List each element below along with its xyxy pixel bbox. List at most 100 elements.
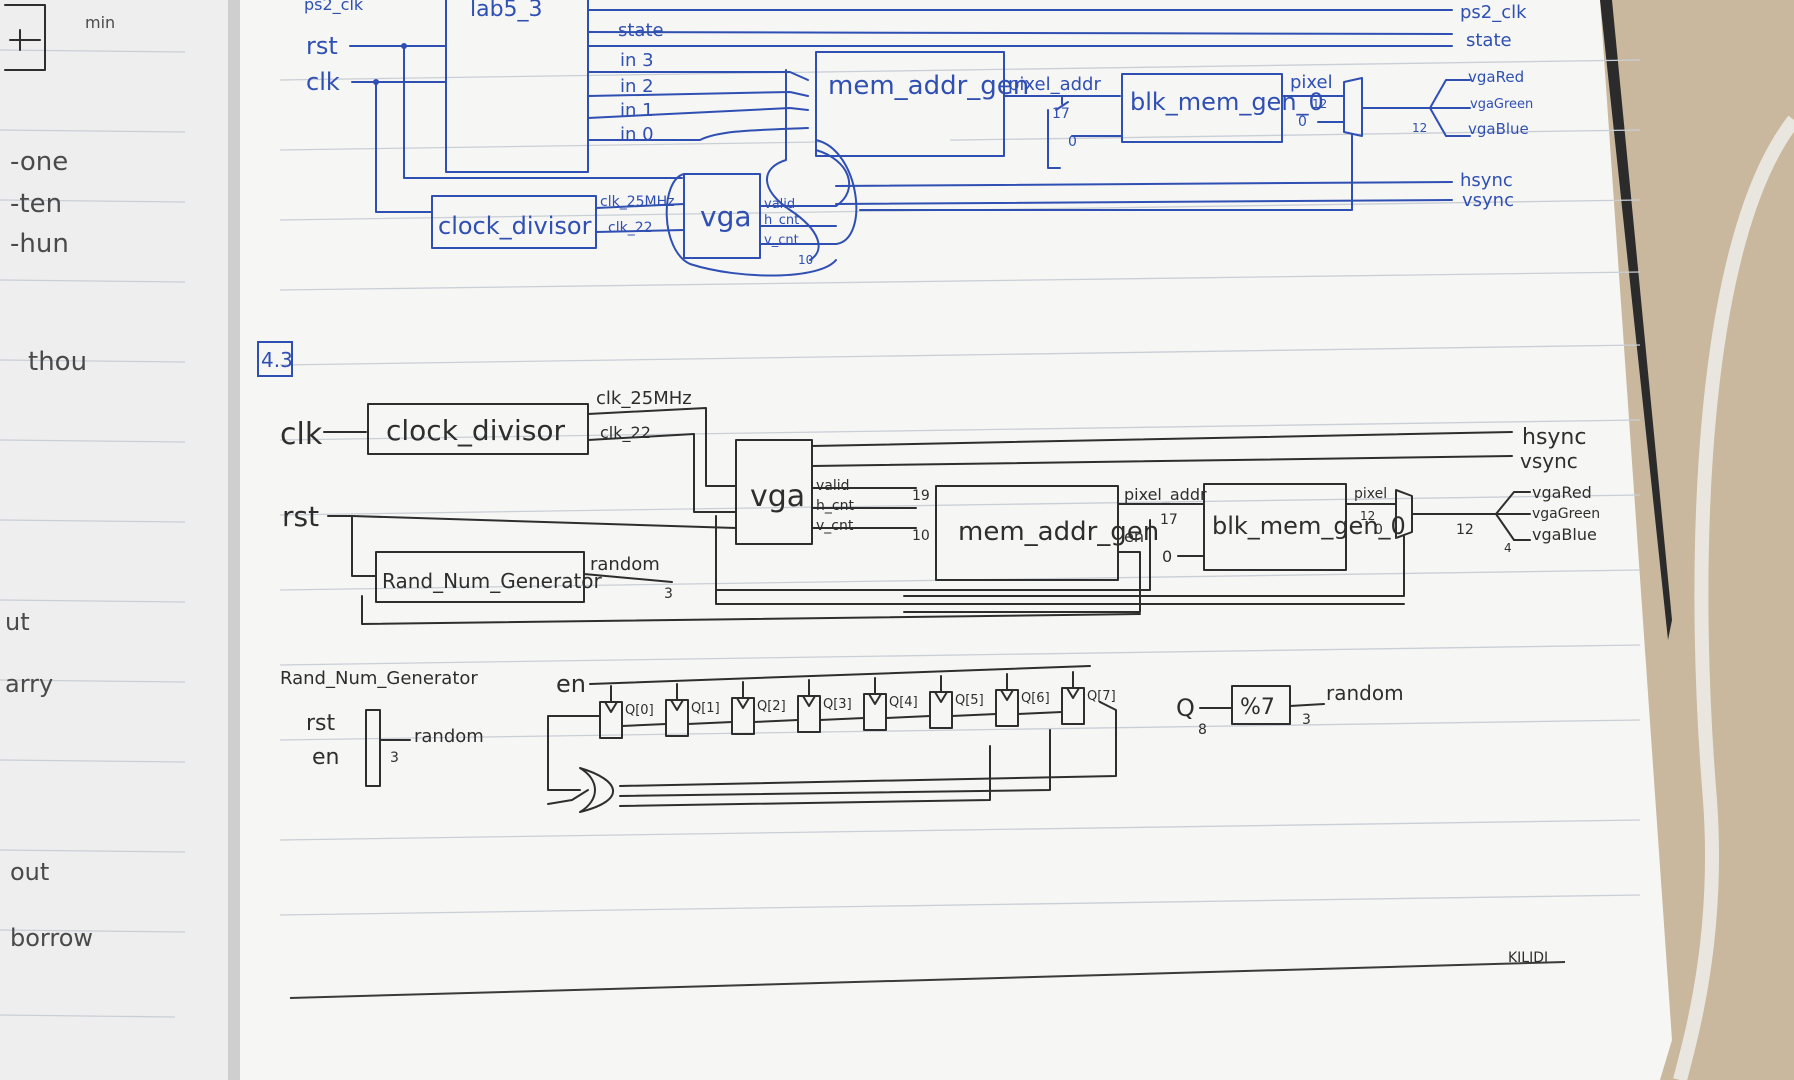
mod-input: Q — [1176, 694, 1195, 722]
bottom-out-hsync: hsync — [1522, 425, 1586, 450]
bottom-sig-en: en — [1124, 527, 1144, 546]
flip-flop-label: Q[1] — [691, 701, 720, 716]
flip-flop-chain-wire — [753, 719, 799, 723]
bottom-sig-width-4: 4 — [1504, 541, 1512, 555]
flip-flop-clock-mark — [670, 699, 684, 711]
bottom-sig-width-12-out: 12 — [1456, 522, 1474, 538]
bottom-sig-pixel-addr: pixel_addr — [1124, 485, 1207, 505]
flip-flop-chain-wire — [621, 723, 667, 727]
ff-chain: Q[0]Q[1]Q[2]Q[3]Q[4]Q[5]Q[6]Q[7] — [599, 671, 1116, 739]
flip-flop-chain-wire — [885, 715, 931, 719]
margin-note-arry: arry — [5, 670, 53, 698]
top-sig-v-cnt: v_cnt — [764, 233, 799, 248]
flip-flop-chain-wire — [687, 721, 733, 725]
top-sig-width-12-out: 12 — [1412, 121, 1427, 135]
top-block-vga: vga — [700, 200, 752, 233]
top-sig-h-cnt: h_cnt — [764, 213, 799, 228]
bottom-out-vga-green: vgaGreen — [1532, 506, 1600, 522]
bottom-block-vga: vga — [750, 479, 805, 514]
top-out-vga-green: vgaGreen — [1470, 97, 1533, 112]
bottom-diagram: clk clock_divisor clk_25MHz clk_22 vga v… — [280, 388, 1600, 625]
left-ruled-lines — [0, 49, 186, 1018]
flip-flop-label: Q[0] — [625, 703, 654, 718]
top-sig-valid: valid — [764, 197, 795, 212]
top-diagram: lab5_3 ps2_clk rst clk ps2_clk state sta… — [304, 0, 1533, 277]
top-sig-pixel: pixel — [1290, 72, 1333, 93]
footer-mark: KILIDI — [1508, 950, 1548, 966]
bottom-sig-zero-b: 0 — [1374, 522, 1383, 538]
mod-width: 8 — [1198, 722, 1207, 738]
rng-output-width: 3 — [390, 750, 399, 766]
flip-flop-chain-wire — [819, 717, 865, 721]
top-bus-in1: in 1 — [620, 100, 654, 121]
margin-note-borrow: borrow — [10, 924, 93, 952]
top-bus-state: state — [618, 20, 664, 41]
top-bus-in0: in 0 — [620, 124, 654, 145]
bottom-sig-width-12: 12 — [1360, 509, 1375, 523]
top-out-ps2-clk: ps2_clk — [1460, 2, 1527, 23]
flip-flop-label: Q[7] — [1087, 689, 1116, 704]
bottom-out-vga-red: vgaRed — [1532, 483, 1592, 502]
top-sig-width-10: 10 — [798, 253, 813, 267]
top-block-blk-mem-gen: blk_mem_gen_0 — [1130, 88, 1324, 116]
top-sig-zero-b: 0 — [1298, 114, 1307, 130]
bottom-sig-zero-a: 0 — [1162, 547, 1172, 566]
right-page — [240, 0, 1672, 1080]
flip-flop-chain-wire — [951, 713, 997, 717]
bottom-block-clock-divisor: clock_divisor — [386, 414, 566, 447]
mod-out-width: 3 — [1302, 712, 1311, 728]
bottom-input-rst: rst — [282, 500, 319, 533]
margin-note-hun: -hun — [10, 229, 69, 259]
bottom-out-vsync: vsync — [1520, 449, 1578, 473]
section-label: 4.3 — [261, 348, 293, 372]
top-ps2-clk-cut: ps2_clk — [304, 0, 364, 15]
bottom-sig-h-cnt: h_cnt — [816, 498, 854, 514]
bottom-sig-width-17: 17 — [1160, 512, 1178, 528]
flip-flop-clock-mark — [934, 691, 948, 703]
left-page-notes: min -one -ten -hun thou ut arry out borr… — [4, 4, 115, 952]
top-block-clock-divisor: clock_divisor — [438, 212, 592, 240]
bottom-block-rand: Rand_Num_Generator — [382, 569, 603, 593]
mod-block: %7 — [1240, 695, 1275, 720]
page-gutter — [228, 0, 242, 1080]
top-out-vga-red: vgaRed — [1468, 68, 1524, 86]
top-sig-zero-a: 0 — [1068, 134, 1077, 150]
flip-flop-label: Q[4] — [889, 695, 918, 710]
top-sig-clk-22: clk_22 — [608, 220, 653, 236]
top-lab5-label: lab5_3 — [470, 0, 543, 22]
bottom-sig-random: random — [590, 554, 660, 575]
bottom-sig-v-cnt: v_cnt — [816, 518, 854, 534]
flip-flop-clock-mark — [1066, 687, 1080, 699]
bottom-sig-width-3: 3 — [664, 586, 673, 602]
top-out-hsync: hsync — [1460, 170, 1513, 191]
margin-note-thou: thou — [28, 347, 87, 377]
cable — [1673, 115, 1794, 1080]
flip-flop-clock-mark — [802, 695, 816, 707]
flip-flop-clock-mark — [1000, 689, 1014, 701]
top-input-rst: rst — [306, 32, 338, 60]
rng-port-rst: rst — [306, 711, 336, 736]
top-out-state: state — [1466, 30, 1512, 51]
mod-output: random — [1326, 681, 1404, 705]
margin-note-min: min — [85, 13, 115, 32]
bottom-block-mem-addr-gen: mem_addr_gen — [958, 517, 1159, 547]
bottom-sig-clk-22: clk_22 — [600, 423, 651, 443]
margin-note-one: -one — [10, 147, 68, 177]
flip-flop-label: Q[5] — [955, 693, 984, 708]
bottom-sig-valid: valid — [816, 478, 850, 494]
bottom-sig-width-10: 10 — [912, 528, 930, 544]
rng-port-en: en — [312, 745, 339, 770]
flip-flop-chain-wire — [1017, 711, 1063, 715]
flip-flop-label: Q[3] — [823, 697, 852, 712]
margin-note-out: out — [10, 858, 49, 886]
rng-enable: en — [556, 670, 586, 698]
top-block-mem-addr-gen: mem_addr_gen — [828, 71, 1029, 101]
top-sig-clk-25: clk_25MHz — [600, 194, 674, 210]
top-sig-width-12: 12 — [1312, 97, 1327, 111]
ruled-lines — [279, 59, 1641, 999]
top-bus-in3: in 3 — [620, 50, 654, 71]
top-input-clk: clk — [306, 68, 340, 96]
margin-note-ut: ut — [5, 608, 30, 636]
rng-output: random — [414, 726, 484, 747]
